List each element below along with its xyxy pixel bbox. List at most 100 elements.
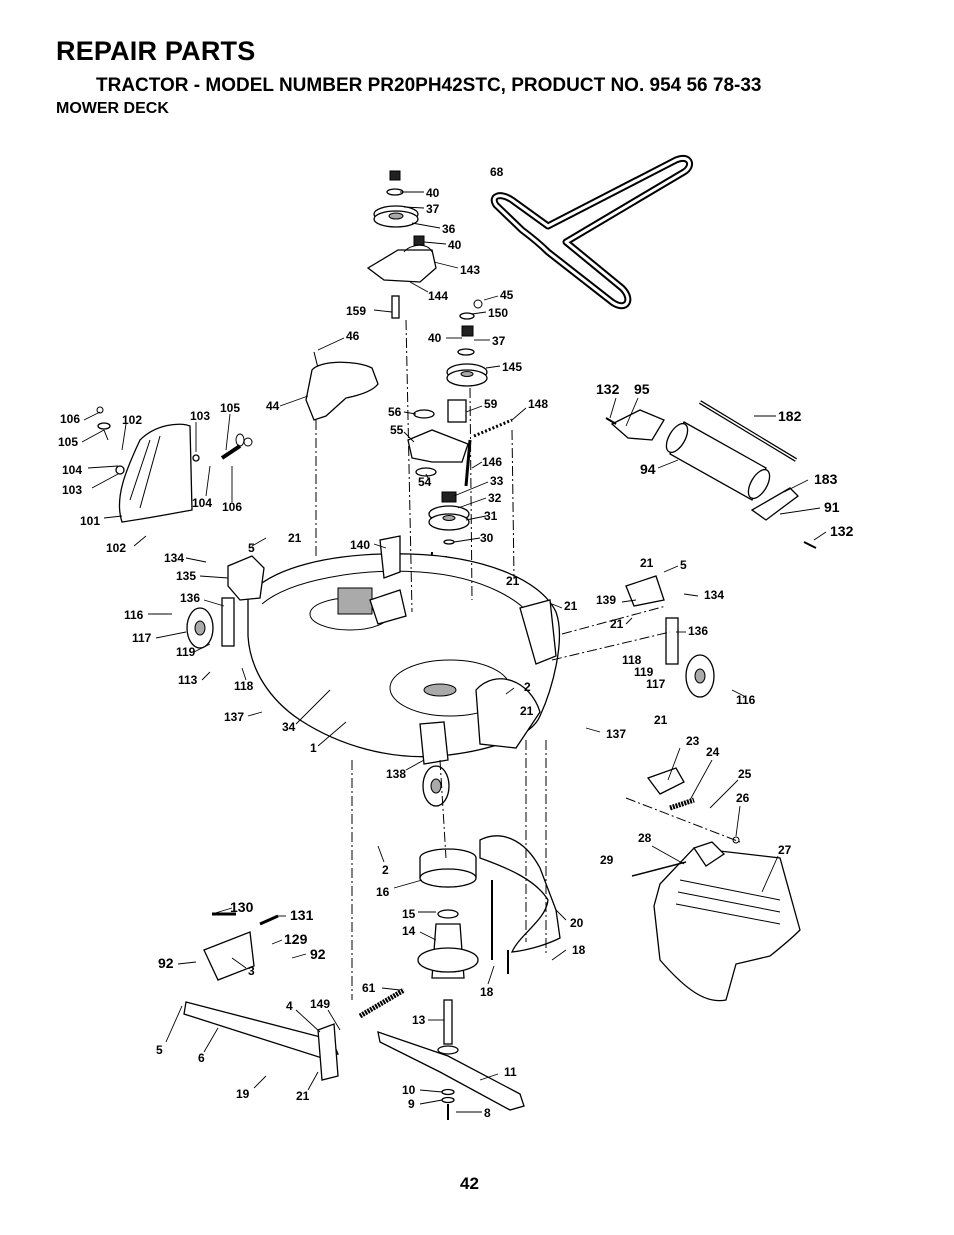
callout-21: 21 bbox=[288, 531, 302, 545]
callout-132: 132 bbox=[596, 381, 620, 397]
callout-21: 21 bbox=[564, 599, 578, 613]
callout-15: 15 bbox=[402, 907, 416, 921]
callout-146: 146 bbox=[482, 455, 502, 469]
deflector-shield-101 bbox=[96, 406, 253, 523]
callout-118: 118 bbox=[622, 653, 642, 667]
callout-2: 2 bbox=[524, 680, 531, 694]
callout-137: 137 bbox=[224, 710, 244, 724]
callout-137: 137 bbox=[606, 727, 626, 741]
callout-19: 19 bbox=[236, 1087, 250, 1101]
callout-130: 130 bbox=[230, 899, 254, 915]
callout-94: 94 bbox=[640, 461, 656, 477]
callout-135: 135 bbox=[176, 569, 196, 583]
callout-95: 95 bbox=[634, 381, 650, 397]
callout-24: 24 bbox=[706, 745, 720, 759]
callout-106: 106 bbox=[222, 500, 242, 514]
front-wheel-138 bbox=[422, 765, 450, 807]
gauge-wheel-right bbox=[625, 575, 715, 698]
callout-159: 159 bbox=[346, 304, 366, 318]
callout-37: 37 bbox=[492, 334, 506, 348]
callout-106: 106 bbox=[60, 412, 80, 426]
model-subtitle: TRACTOR - MODEL NUMBER PR20PH42STC, PROD… bbox=[96, 75, 762, 96]
mower-deck-1 bbox=[227, 535, 561, 765]
callout-14: 14 bbox=[402, 924, 416, 938]
callout-129: 129 bbox=[284, 931, 308, 947]
anti-scalp-roller-94 bbox=[605, 400, 817, 549]
callout-10: 10 bbox=[402, 1083, 416, 1097]
callout-92: 92 bbox=[158, 955, 174, 971]
section-title: MOWER DECK bbox=[56, 100, 169, 117]
callout-18: 18 bbox=[480, 985, 494, 999]
callout-182: 182 bbox=[778, 408, 802, 424]
callout-150: 150 bbox=[488, 306, 508, 320]
callout-30: 30 bbox=[480, 531, 494, 545]
callout-104: 104 bbox=[62, 463, 82, 477]
callout-145: 145 bbox=[502, 360, 522, 374]
callout-5: 5 bbox=[156, 1043, 163, 1057]
callout-103: 103 bbox=[190, 409, 210, 423]
callout-92: 92 bbox=[310, 946, 326, 962]
callout-134: 134 bbox=[164, 551, 184, 565]
callout-2: 2 bbox=[382, 863, 389, 877]
callout-117: 117 bbox=[132, 631, 152, 645]
callout-5: 5 bbox=[680, 558, 687, 572]
callout-40: 40 bbox=[426, 186, 440, 200]
callout-27: 27 bbox=[778, 843, 792, 857]
callout-45: 45 bbox=[500, 288, 514, 302]
callout-40: 40 bbox=[448, 238, 462, 252]
callout-36: 36 bbox=[442, 222, 456, 236]
callout-13: 13 bbox=[412, 1013, 426, 1027]
gauge-wheel-left bbox=[186, 597, 235, 649]
alignment-lines bbox=[315, 319, 741, 1000]
callout-23: 23 bbox=[686, 734, 700, 748]
idler-pulley-145 bbox=[446, 299, 488, 387]
callout-149: 149 bbox=[310, 997, 330, 1011]
callout-40: 40 bbox=[428, 331, 442, 345]
hinge-bracket-23 bbox=[646, 767, 740, 844]
callout-20: 20 bbox=[570, 916, 584, 930]
drive-belt-68 bbox=[490, 155, 693, 310]
callout-21: 21 bbox=[654, 713, 668, 727]
callout-21: 21 bbox=[520, 704, 534, 718]
callout-136: 136 bbox=[180, 591, 200, 605]
baffle-20 bbox=[479, 835, 561, 974]
callout-44: 44 bbox=[266, 399, 280, 413]
callout-3: 3 bbox=[248, 964, 255, 978]
callout-55: 55 bbox=[390, 423, 404, 437]
callout-116: 116 bbox=[736, 693, 756, 707]
callout-91: 91 bbox=[824, 499, 840, 515]
callout-18: 18 bbox=[572, 943, 586, 957]
upper-idler-assembly bbox=[366, 170, 437, 319]
callout-136: 136 bbox=[688, 624, 708, 638]
callout-25: 25 bbox=[738, 767, 752, 781]
callout-68: 68 bbox=[490, 165, 504, 179]
callout-labels: 68 40 37 36 40 143 144 45 150 159 46 40 … bbox=[58, 165, 854, 1120]
callout-21: 21 bbox=[506, 574, 520, 588]
callout-103: 103 bbox=[62, 483, 82, 497]
callout-31: 31 bbox=[484, 509, 498, 523]
callout-21: 21 bbox=[296, 1089, 310, 1103]
callout-118: 118 bbox=[234, 679, 254, 693]
callout-56: 56 bbox=[388, 405, 402, 419]
callout-16: 16 bbox=[376, 885, 390, 899]
callout-5: 5 bbox=[248, 541, 255, 555]
callout-144: 144 bbox=[428, 289, 448, 303]
callout-113: 113 bbox=[178, 673, 198, 687]
callout-101: 101 bbox=[80, 514, 100, 528]
callout-6: 6 bbox=[198, 1051, 205, 1065]
callout-117: 117 bbox=[646, 677, 666, 691]
callout-34: 34 bbox=[282, 720, 296, 734]
callout-4: 4 bbox=[286, 999, 293, 1013]
callout-21: 21 bbox=[610, 617, 624, 631]
spindle-assembly bbox=[417, 848, 479, 1055]
callout-105: 105 bbox=[58, 435, 78, 449]
callout-32: 32 bbox=[488, 491, 502, 505]
callout-143: 143 bbox=[460, 263, 480, 277]
callout-119: 119 bbox=[176, 645, 196, 659]
discharge-chute-27 bbox=[631, 841, 801, 1002]
callout-61: 61 bbox=[362, 981, 376, 995]
callout-183: 183 bbox=[814, 471, 838, 487]
callout-148: 148 bbox=[528, 397, 548, 411]
callout-104: 104 bbox=[192, 496, 212, 510]
